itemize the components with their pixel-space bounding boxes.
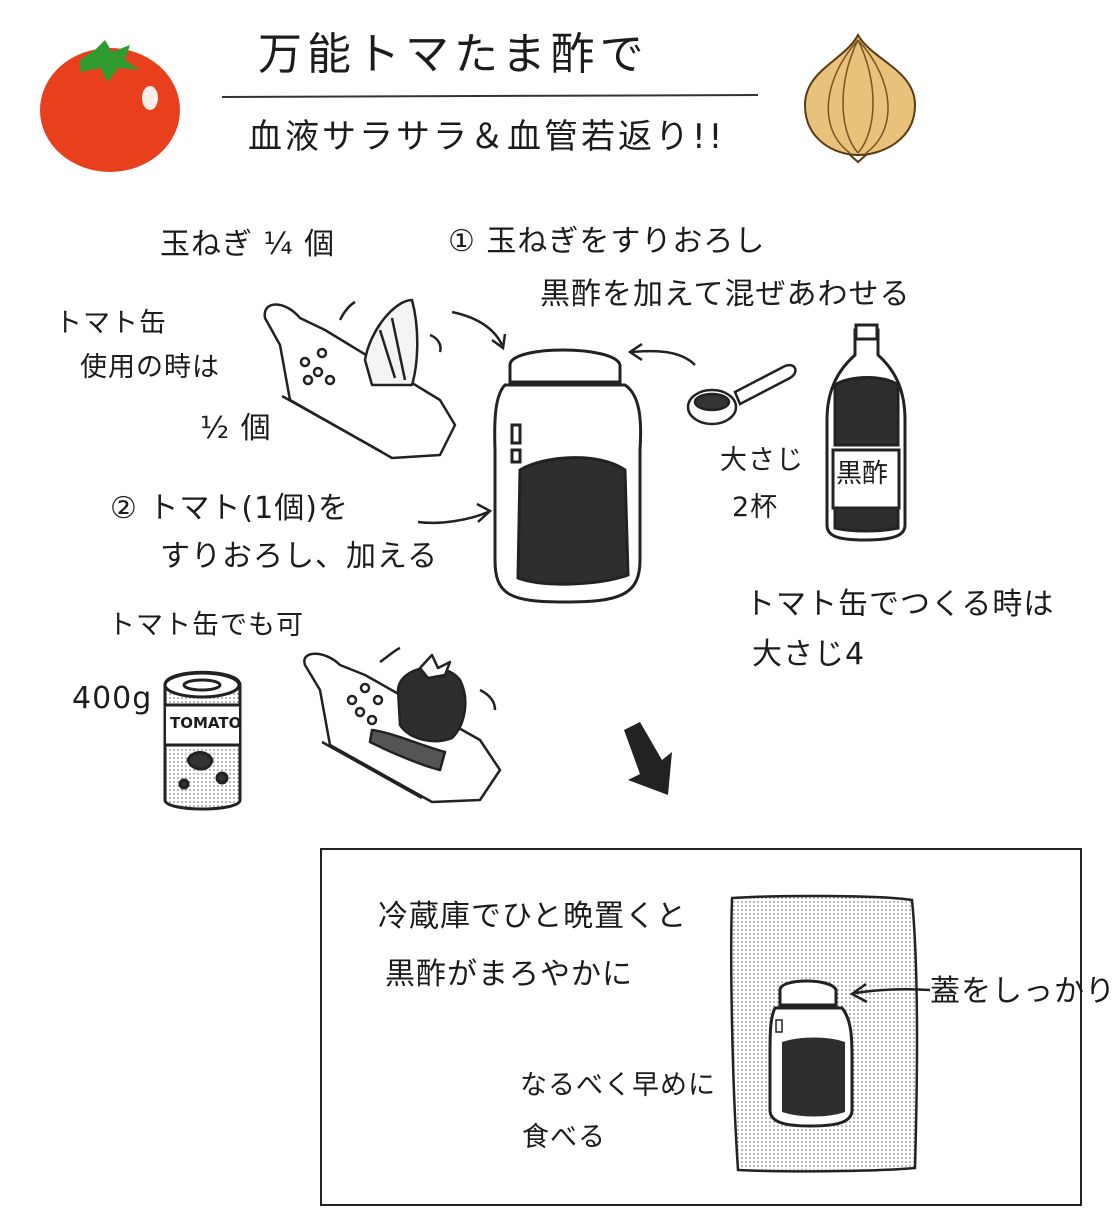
- page-subtitle: 血液サラサラ＆血管若返り!!: [248, 117, 726, 157]
- vinegar-bottle-label: 黒酢: [836, 459, 889, 489]
- step2-line2: すりおろし、加える: [160, 539, 439, 574]
- step2-line1: ② トマト(1個)を: [110, 491, 349, 526]
- arrow-icon: [854, 987, 931, 995]
- jar-icon: [493, 348, 643, 604]
- arrow-head-icon: [627, 342, 643, 362]
- canned-note-line3: ½ 個: [200, 411, 272, 446]
- canned-note-line2: 使用の時は: [80, 352, 220, 383]
- title-underline: [221, 94, 759, 98]
- can-label: TOMATO: [170, 714, 242, 732]
- step2-alt: トマト缶でも可: [108, 610, 304, 641]
- storage-box: [320, 848, 1082, 1206]
- arrow-head-icon: [491, 333, 507, 351]
- canned-vinegar-line1: トマト缶でつくる時は: [745, 587, 1055, 622]
- page-title: 万能トマたま酢で: [258, 29, 649, 80]
- eat-line2: 食べる: [522, 1122, 606, 1153]
- canned-vinegar-line2: 大さじ4: [752, 637, 866, 672]
- measuring-spoon-icon: [686, 363, 797, 426]
- tomato-icon: [40, 40, 180, 172]
- vinegar-amount-line1: 大さじ: [720, 445, 804, 476]
- arrow-icon: [417, 510, 489, 525]
- vinegar-bottle-icon: [825, 323, 907, 542]
- lid-note: 蓋をしっかり: [930, 974, 1116, 1009]
- storage-line1: 冷蔵庫でひと晩置くと: [378, 899, 688, 934]
- vinegar-amount-line2: 2杯: [732, 492, 779, 523]
- tomato-can-icon: [163, 670, 242, 811]
- arrow-head-icon: [476, 502, 493, 523]
- stored-jar-illustration: [730, 894, 919, 1173]
- arrow-icon: [631, 349, 696, 366]
- onion-grater-icon: [263, 298, 457, 460]
- can-weight: 400g: [72, 681, 153, 716]
- onion-icon: [803, 32, 917, 164]
- arrow-icon: [451, 310, 504, 346]
- step1-line2: 黒酢を加えて混ぜあわせる: [540, 277, 911, 312]
- eat-line1: なるべく早めに: [520, 1070, 716, 1101]
- tomato-grater-icon: [303, 646, 502, 804]
- next-step-arrow-icon: [624, 722, 672, 795]
- canned-note-line1: トマト缶: [55, 308, 167, 339]
- onion-amount: 玉ねぎ ¼ 個: [160, 227, 336, 262]
- step1-line1: ① 玉ねぎをすりおろし: [448, 224, 766, 259]
- storage-line2: 黒酢がまろやかに: [385, 957, 633, 992]
- arrow-head-icon: [849, 982, 868, 1004]
